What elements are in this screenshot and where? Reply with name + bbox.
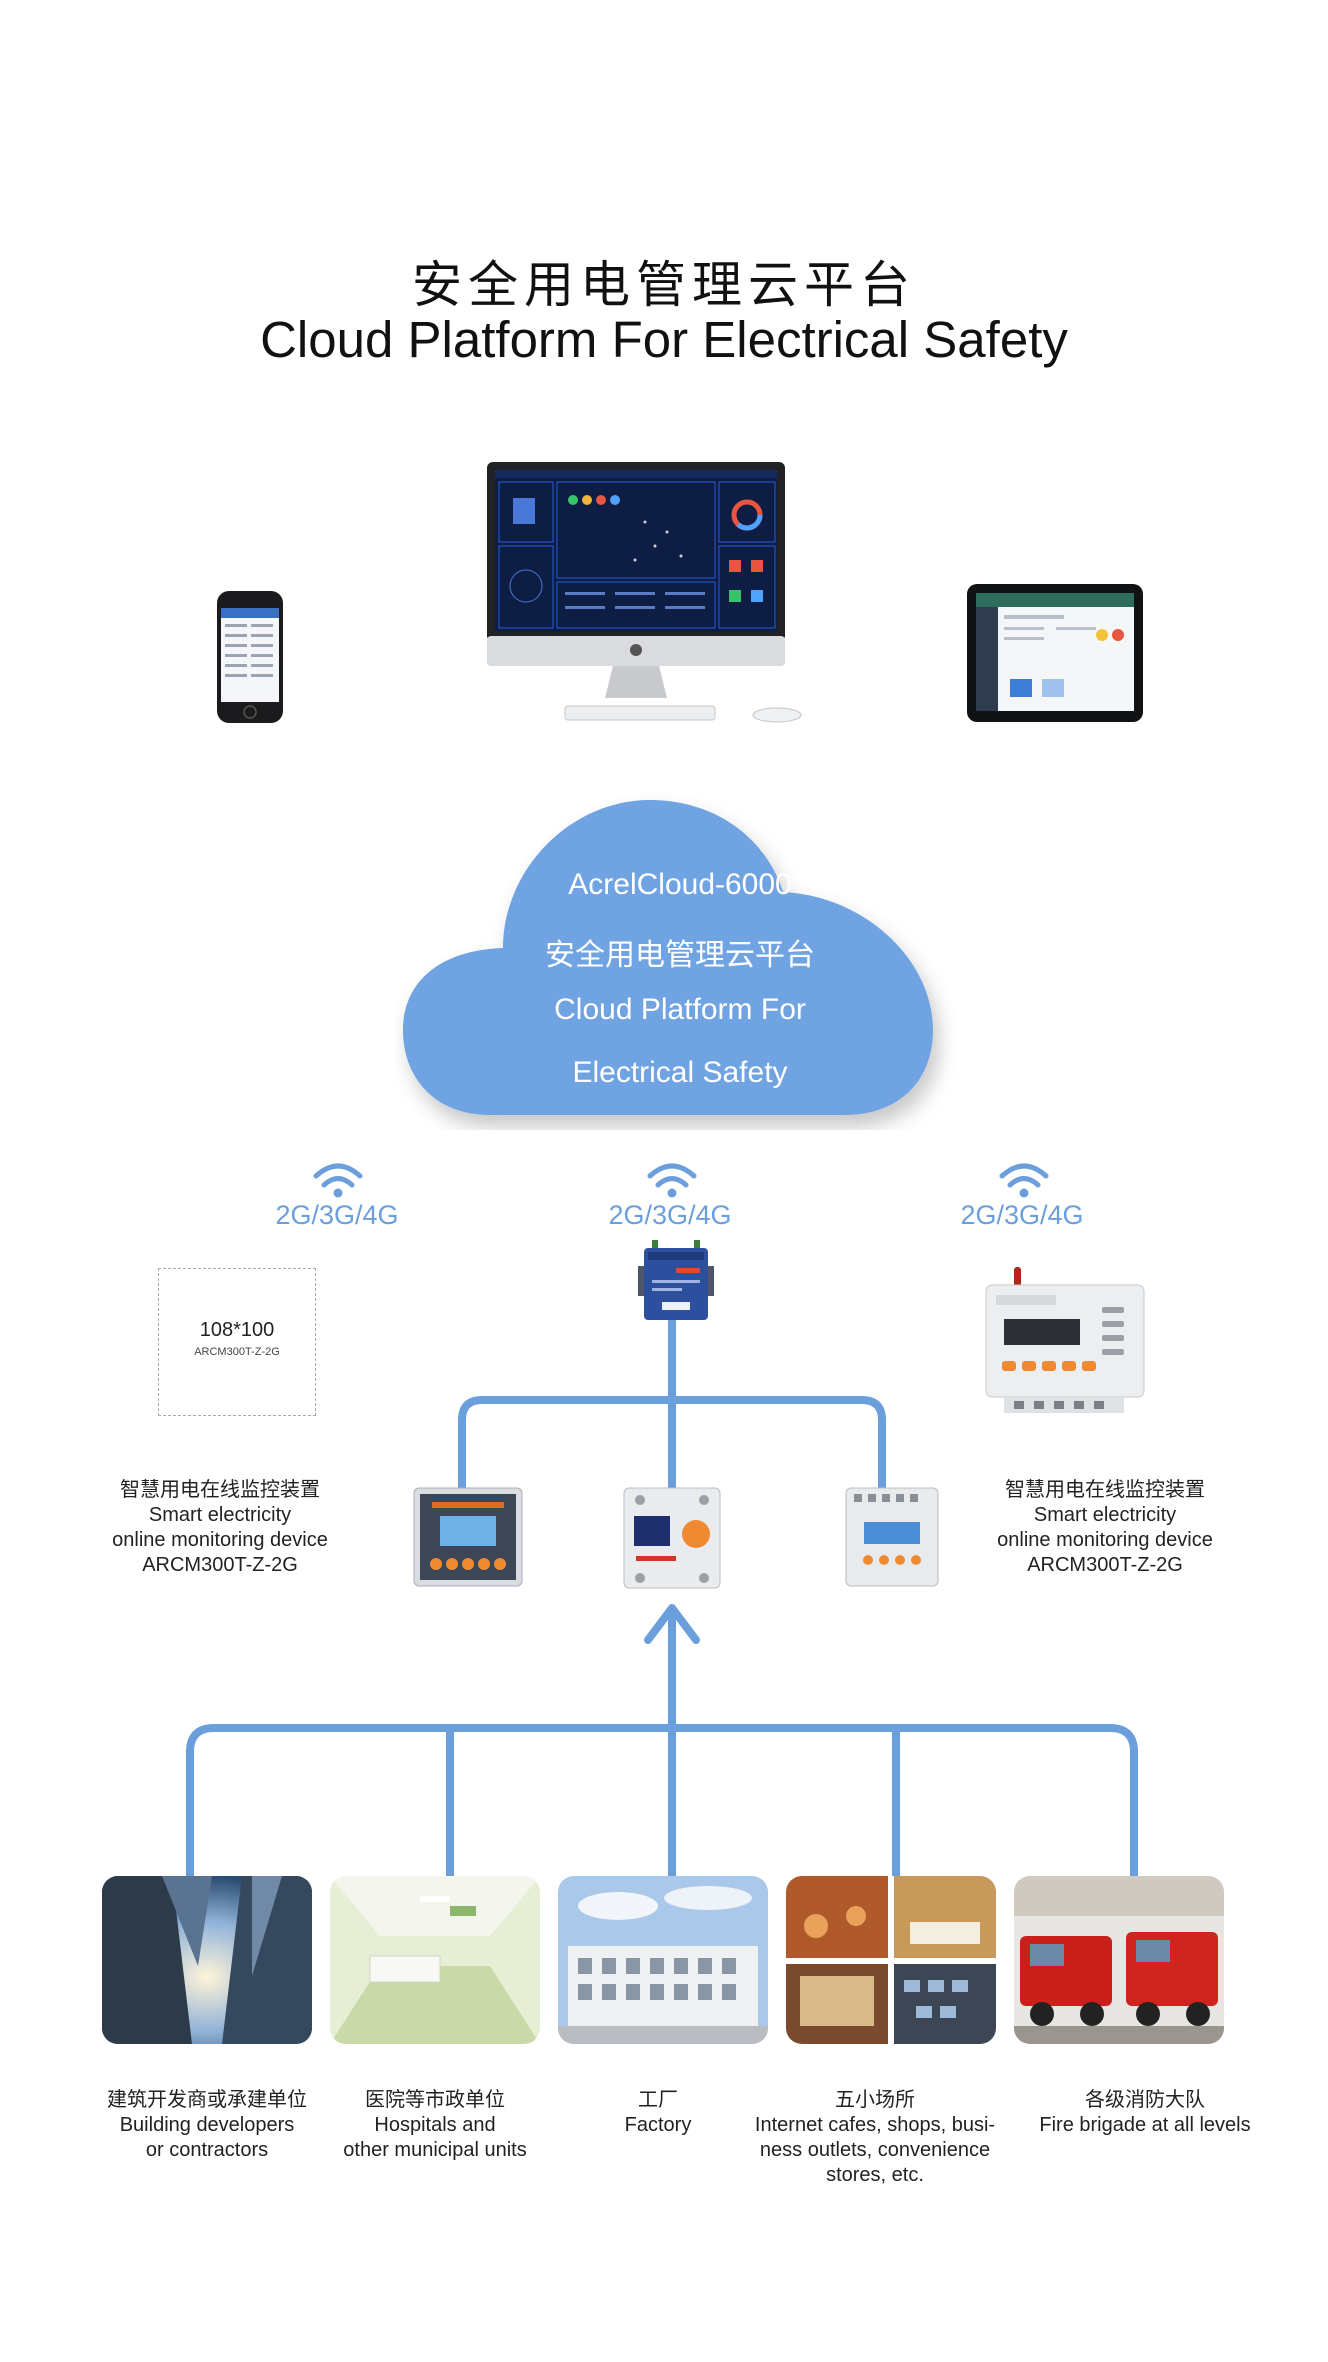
- network-label-right: 2G/3G/4G: [960, 1200, 1084, 1230]
- cloud-line-en2: Electrical Safety: [572, 1056, 788, 1089]
- photo-fire-trucks: [1014, 1876, 1224, 2044]
- category-label-small-venues: 五小场所 Internet cafes, shops, busi- ness o…: [754, 2089, 996, 2186]
- photo-buildings: [102, 1876, 312, 2044]
- gateway-device-illustration: [638, 1240, 714, 1320]
- device-label-left: 智慧用电在线监控装置 Smart electricity online moni…: [112, 1479, 328, 1576]
- network-label-center: 2G/3G/4G: [608, 1200, 732, 1230]
- cloud-shape: [403, 800, 933, 1115]
- network-label-left: 2G/3G/4G: [275, 1200, 399, 1230]
- wifi-icon: [999, 1163, 1049, 1198]
- smartphone-illustration: [217, 591, 283, 723]
- rail-mounted-meter-illustration: [845, 1487, 939, 1587]
- uplink-arrow-head: [644, 1604, 700, 1644]
- electrical-monitor-device-illustration: [413, 1487, 523, 1587]
- page-title-cn: 安全用电管理云平台: [412, 256, 916, 314]
- cloud-line-en1: Cloud Platform For: [554, 993, 806, 1026]
- page-title-en: Cloud Platform For Electrical Safety: [260, 311, 1068, 368]
- photo-factory: [558, 1876, 768, 2044]
- category-label-developers: 建筑开发商或承建单位 Building developers or contra…: [107, 2089, 307, 2161]
- cloud-line-cn: 安全用电管理云平台: [545, 939, 815, 972]
- device-branch-line: [458, 1396, 886, 1492]
- cloud-line-product: AcrelCloud-6000: [568, 868, 792, 901]
- wifi-icon: [647, 1163, 697, 1198]
- residual-current-device-illustration: [623, 1487, 721, 1589]
- placeholder-size: 108*100: [199, 1319, 275, 1341]
- tablet-illustration: [967, 584, 1143, 722]
- wifi-icon: [313, 1163, 363, 1198]
- photo-small-venues: [786, 1876, 996, 2044]
- category-label-hospitals: 医院等市政单位 Hospitals and other municipal un…: [343, 2089, 527, 2161]
- device-label-right: 智慧用电在线监控装置 Smart electricity online moni…: [997, 1479, 1213, 1576]
- placeholder-model: ARCM300T-Z-2G: [194, 1346, 280, 1358]
- category-label-fire-brigade: 各级消防大队 Fire brigade at all levels: [1039, 2089, 1251, 2136]
- photo-hospital: [330, 1876, 540, 2044]
- category-bus-line: [186, 1724, 1138, 1880]
- image-placeholder: 108*100 ARCM300T-Z-2G: [158, 1268, 316, 1416]
- category-label-factory: 工厂 Factory: [624, 2089, 692, 2136]
- wireless-monitoring-device-illustration: [985, 1267, 1145, 1413]
- desktop-computer-illustration: [487, 462, 802, 723]
